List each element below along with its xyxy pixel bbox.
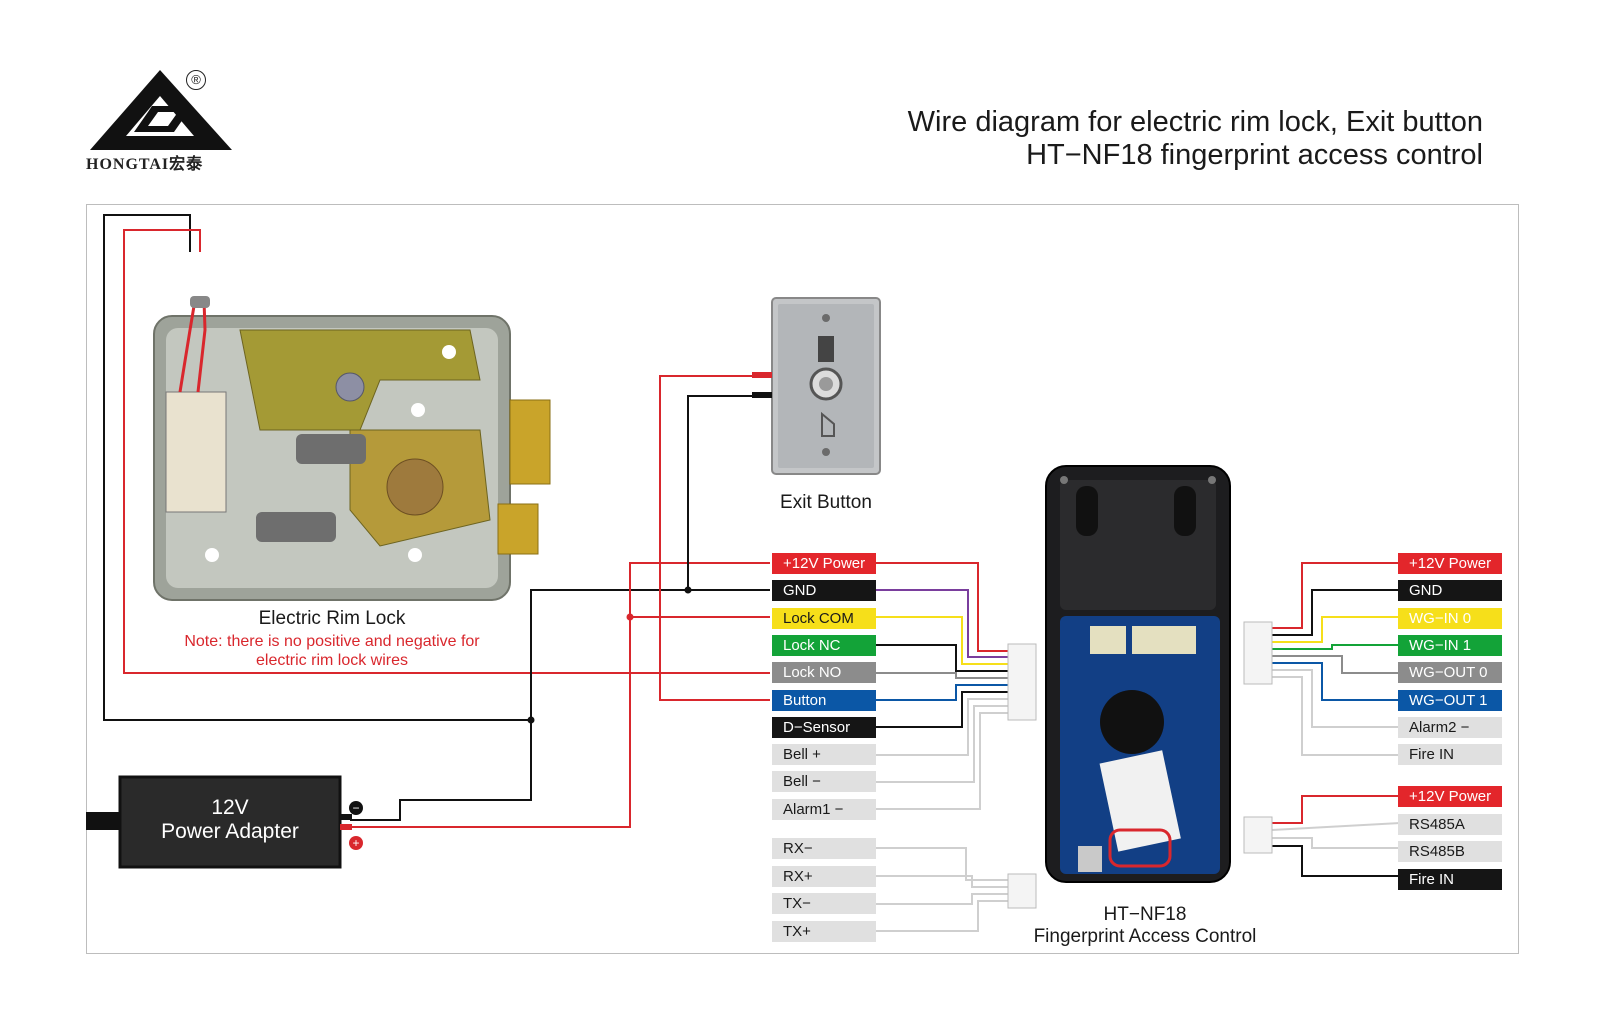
- terminal-label: RX+: [772, 865, 876, 887]
- exit-button-caption: Exit Button: [780, 492, 872, 513]
- exit-button-image: [752, 297, 881, 475]
- terminal-label: Fire IN: [1398, 744, 1502, 766]
- rim-lock-black-wire: [103, 214, 531, 721]
- adapter-positive-wire: [350, 562, 770, 828]
- terminal-label: WG−OUT 1: [1398, 689, 1502, 711]
- terminal-label: WG−OUT 0: [1398, 662, 1502, 684]
- terminal-label: Alarm1 −: [772, 798, 876, 820]
- terminal-label: Button: [772, 689, 876, 711]
- registered-mark: ®: [186, 70, 206, 90]
- main-connector: [1007, 643, 1037, 721]
- terminal-label: Lock NC: [772, 634, 876, 656]
- terminal-label: GND: [772, 580, 876, 602]
- rim-lock-red-wire: [123, 229, 770, 674]
- fingerprint-controller-image: [1045, 465, 1231, 883]
- terminal-label: WG−IN 0: [1398, 607, 1502, 629]
- rim-lock-note-line1: Note: there is no positive and negative …: [184, 633, 480, 650]
- power-adapter-label: 12V Power Adapter: [120, 796, 340, 844]
- terminal-label: +12V Power: [772, 553, 876, 574]
- wiegand-connector: [1243, 621, 1273, 685]
- terminal-label: WG−IN 1: [1398, 634, 1502, 656]
- adapter-negative-wire: [350, 589, 770, 821]
- terminal-label: RX−: [772, 838, 876, 859]
- power-adapter-image: [86, 775, 352, 869]
- diagram-title-line1: Wire diagram for electric rim lock, Exit…: [907, 106, 1483, 138]
- electric-rim-lock-image: [153, 296, 551, 601]
- power-adapter-name: Power Adapter: [161, 820, 299, 843]
- power-adapter-voltage: 12V: [211, 796, 249, 819]
- diagram-frame: [86, 204, 1519, 954]
- terminal-label: GND: [1398, 580, 1502, 602]
- brand-name: HONGTAI宏泰: [86, 156, 204, 173]
- exit-button-black-wire: [687, 395, 760, 590]
- terminal-label: Fire IN: [1398, 868, 1502, 890]
- terminal-label: D−Sensor: [772, 716, 876, 738]
- positive-terminal-icon: +: [349, 836, 363, 850]
- hongtai-logo-icon: [90, 70, 232, 150]
- terminal-label: TX−: [772, 893, 876, 915]
- terminal-label: RS485A: [1398, 813, 1502, 835]
- controller-name-caption: Fingerprint Access Control: [1033, 926, 1257, 947]
- terminal-label: RS485B: [1398, 841, 1502, 863]
- exit-button-red-wire: [659, 375, 770, 701]
- diagram-title-line2: HT−NF18 fingerprint access control: [1026, 139, 1483, 171]
- terminal-label: +12V Power: [1398, 553, 1502, 574]
- terminal-label: Lock COM: [772, 607, 876, 629]
- rs485-connector: [1243, 816, 1273, 854]
- rim-lock-note-line2: electric rim lock wires: [255, 652, 408, 669]
- controller-model-caption: HT−NF18: [1103, 904, 1187, 925]
- terminal-label: +12V Power: [1398, 786, 1502, 807]
- serial-connector: [1007, 873, 1037, 909]
- negative-terminal-icon: −: [349, 801, 363, 815]
- rim-lock-caption: Electric Rim Lock: [258, 608, 406, 629]
- terminal-label: TX+: [772, 920, 876, 942]
- terminal-label: Alarm2 −: [1398, 716, 1502, 738]
- terminal-label: Lock NO: [772, 662, 876, 684]
- terminal-label: Bell −: [772, 771, 876, 793]
- terminal-label: Bell +: [772, 744, 876, 766]
